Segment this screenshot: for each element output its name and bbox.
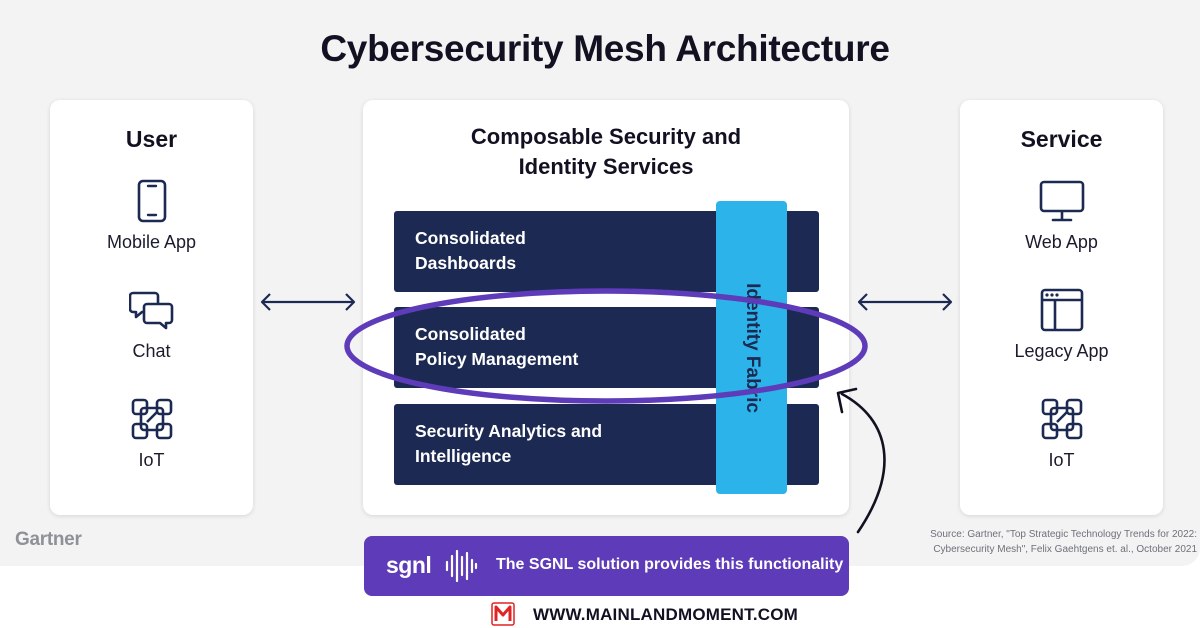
service-label-line1: Security Analytics and xyxy=(415,421,603,441)
composable-services-card: Composable Security and Identity Service… xyxy=(363,100,849,515)
service-item-label: IoT xyxy=(1048,450,1075,470)
source-line2: Cybersecurity Mesh", Felix Gaehtgens et.… xyxy=(933,544,1197,555)
service-label-line1: Consolidated xyxy=(415,324,526,344)
service-box-label: Consolidated Policy Management xyxy=(415,322,715,372)
right-bidirectional-arrow-icon xyxy=(857,293,953,311)
identity-fabric-bar: Identity Fabric xyxy=(716,201,787,494)
sgnl-logo: sgnl xyxy=(386,552,432,578)
browser-window-icon xyxy=(1040,288,1083,332)
pointer-arrow-head xyxy=(836,387,858,414)
left-bidirectional-arrow-icon xyxy=(260,293,356,311)
pointer-arrow-curve xyxy=(840,392,886,534)
source-citation: Source: Gartner, "Top Strategic Technolo… xyxy=(877,527,1197,557)
page-title: Cybersecurity Mesh Architecture xyxy=(320,28,890,69)
service-card: Service Web App Legacy App xyxy=(960,100,1163,515)
footer-url: WWW.MAINLANDMOMENT.COM xyxy=(533,605,799,624)
chat-bubbles-icon xyxy=(128,291,173,330)
service-label-line2: Dashboards xyxy=(415,253,517,273)
service-item-legacy-app: Legacy App xyxy=(960,287,1163,362)
monitor-icon xyxy=(1039,180,1084,222)
mainland-moment-logo-icon xyxy=(491,602,515,626)
sound-wave-icon xyxy=(445,549,478,583)
iot-chip-icon xyxy=(1041,398,1082,440)
service-label-line1: Consolidated xyxy=(415,228,526,248)
user-item-chat: Chat xyxy=(50,287,253,362)
service-item-label: Web App xyxy=(1025,232,1098,252)
service-item-web-app: Web App xyxy=(960,178,1163,253)
user-item-label: IoT xyxy=(138,450,165,470)
user-item-iot: IoT xyxy=(50,396,253,471)
service-heading: Service xyxy=(1020,126,1103,152)
service-item-label: Legacy App xyxy=(1014,341,1109,361)
sgnl-banner: sgnl The SGNL solution provides this fun… xyxy=(364,536,849,596)
service-box-label: Consolidated Dashboards xyxy=(415,226,715,276)
center-heading-line1: Composable Security and xyxy=(470,124,742,149)
user-heading: User xyxy=(125,126,178,152)
center-heading-line2: Identity Services xyxy=(518,154,694,179)
user-item-label: Mobile App xyxy=(106,232,197,252)
sgnl-banner-text: The SGNL solution provides this function… xyxy=(496,556,844,573)
service-box-label: Security Analytics and Intelligence xyxy=(415,419,715,469)
user-card: User Mobile App Chat IoT xyxy=(50,100,253,515)
service-label-line2: Policy Management xyxy=(415,349,579,369)
user-item-label: Chat xyxy=(132,341,171,361)
gartner-logo: Gartner xyxy=(15,529,82,550)
source-line1: Source: Gartner, "Top Strategic Technolo… xyxy=(930,529,1197,540)
user-item-mobile-app: Mobile App xyxy=(50,178,253,253)
highlight-ellipse xyxy=(344,288,868,404)
service-label-line2: Intelligence xyxy=(415,446,512,466)
mobile-phone-icon xyxy=(137,179,166,223)
service-item-iot: IoT xyxy=(960,396,1163,471)
center-heading: Composable Security and Identity Service… xyxy=(363,122,849,182)
iot-chip-icon xyxy=(131,398,172,440)
